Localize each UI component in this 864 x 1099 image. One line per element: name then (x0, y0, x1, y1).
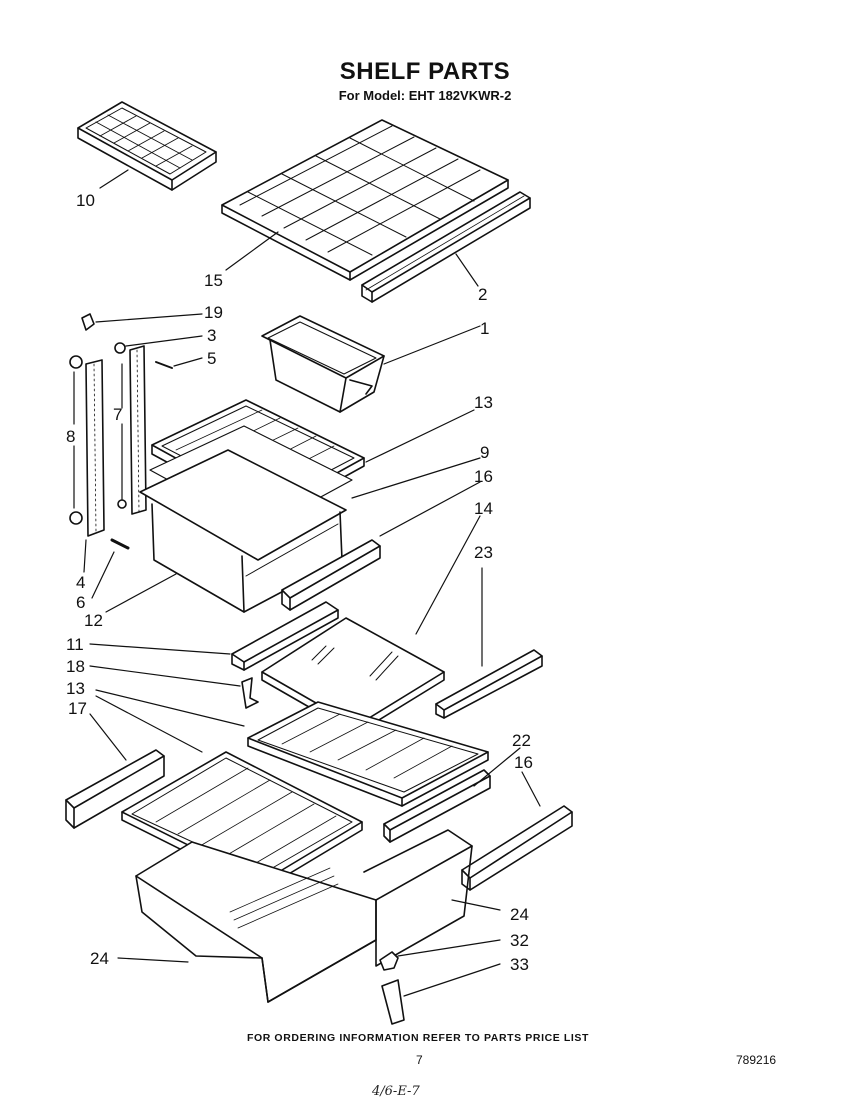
callout-4: 4 (76, 573, 85, 592)
callout-2: 2 (478, 285, 487, 304)
part-lower-crisper-cover-small (247, 701, 489, 807)
callout-32: 32 (510, 931, 529, 950)
callout-6: 6 (76, 593, 85, 612)
ordering-note: FOR ORDERING INFORMATION REFER TO PARTS … (246, 1032, 590, 1044)
callout-22: 22 (512, 731, 531, 750)
callout-12: 12 (84, 611, 103, 630)
leader-lines (73, 169, 541, 997)
part-right-trim (461, 805, 573, 891)
callout-16-lower: 16 (514, 753, 533, 772)
callout-numbers: 10 15 2 19 3 5 1 7 8 13 9 16 14 23 4 6 1… (66, 191, 533, 974)
model-line: For Model: EHT 182VKWR-2 (338, 88, 512, 103)
callout-33: 33 (510, 955, 529, 974)
callout-23: 23 (474, 543, 493, 562)
callout-16-upper: 16 (474, 467, 493, 486)
handwritten-note: 4/6-E-7 (372, 1084, 420, 1099)
callout-17: 17 (68, 699, 87, 718)
callout-7: 7 (113, 405, 122, 424)
page-number: 7 (416, 1053, 423, 1067)
callout-11: 11 (66, 635, 84, 654)
part-rails-hardware (69, 313, 173, 550)
part-dairy-bin (261, 315, 385, 413)
callout-19: 19 (204, 303, 223, 322)
callout-15: 15 (204, 271, 223, 290)
callout-8: 8 (66, 427, 75, 446)
callout-5: 5 (207, 349, 216, 368)
callout-24-left: 24 (90, 949, 109, 968)
page-title: SHELF PARTS (339, 58, 511, 85)
callout-9: 9 (480, 443, 489, 462)
part-upper-drawer (139, 449, 347, 613)
callout-1: 1 (480, 319, 489, 338)
part-bracket (241, 677, 259, 709)
callout-13-lower: 13 (66, 679, 85, 698)
part-ice-tray (77, 101, 217, 191)
callout-14: 14 (474, 499, 493, 518)
document-number: 789216 (736, 1053, 777, 1067)
part-small-rail (383, 769, 491, 843)
callout-3: 3 (207, 326, 216, 345)
callout-13-upper: 13 (474, 393, 493, 412)
part-crisper-drawers (135, 829, 473, 1003)
callout-24-right: 24 (510, 905, 529, 924)
part-frame-rail (231, 601, 339, 671)
part-front-trim (281, 539, 381, 611)
part-side-trim (435, 649, 543, 719)
part-left-trim (65, 749, 165, 829)
callout-18: 18 (66, 657, 85, 676)
part-control-knob (379, 951, 405, 1025)
callout-10: 10 (76, 191, 95, 210)
part-trim-strip (361, 191, 531, 303)
part-wire-shelf (221, 119, 509, 281)
